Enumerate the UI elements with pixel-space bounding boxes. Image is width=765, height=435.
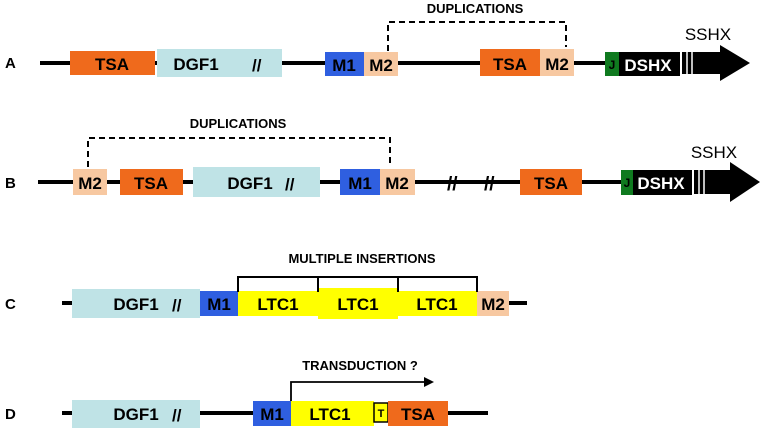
row-a-duplication-bracket: DUPLICATIONS (387, 1, 567, 51)
row-d-dgf1-break: // (172, 406, 182, 425)
row-a-sshx-label: SSHX (685, 25, 731, 44)
row-d-dgf1: DGF1 // (72, 400, 200, 428)
row-a-dgf1-break: // (252, 56, 262, 75)
row-a-dshx-label: DSHX (624, 56, 672, 75)
row-c-insertion-label: MULTIPLE INSERTIONS (288, 251, 435, 266)
row-b-sshx-arrow: SSHX (691, 143, 760, 202)
row-d-m1-label: M1 (260, 405, 284, 424)
row-a: A TSA DGF1 // M1 M2 TSA M2 (5, 1, 750, 81)
row-b-j-label: J (624, 176, 631, 190)
row-b-label: B (5, 175, 16, 192)
row-a-m2-1-label: M2 (369, 56, 393, 75)
row-c-m2: M2 (477, 291, 509, 316)
row-b-m2-2-label: M2 (385, 174, 409, 193)
row-a-dgf1-label: DGF1 (173, 55, 218, 74)
row-b-j: J (621, 170, 633, 195)
row-b-dshx: DSHX (633, 170, 692, 195)
row-d-t: T (373, 402, 389, 423)
row-c-dgf1-break: // (172, 296, 182, 315)
row-a-duplication-label: DUPLICATIONS (427, 1, 524, 16)
row-c-m2-label: M2 (481, 295, 505, 314)
row-b-dshx-label: DSHX (637, 174, 685, 193)
row-c-dgf1-label: DGF1 (113, 295, 158, 314)
row-d-tsa: TSA (388, 401, 448, 426)
row-c-label: C (5, 296, 16, 313)
row-a-j: J (605, 52, 619, 76)
row-b-tsa-1: TSA (120, 169, 183, 195)
row-b-m2-1-label: M2 (78, 174, 102, 193)
row-b-tsa-2-label: TSA (534, 174, 568, 193)
row-a-m2-2-label: M2 (545, 55, 569, 74)
row-a-label: A (5, 55, 16, 72)
row-c-ltc1-1-label: LTC1 (257, 295, 298, 314)
row-d-transduction-label: TRANSDUCTION ? (302, 358, 418, 373)
row-c-m1-label: M1 (207, 295, 231, 314)
row-a-tsa-2: TSA (480, 49, 540, 76)
row-d-transduction-arrow: TRANSDUCTION ? (290, 358, 434, 401)
row-d-tsa-label: TSA (401, 405, 435, 424)
row-c-m1: M1 (200, 291, 238, 316)
row-b-m2-1: M2 (73, 169, 107, 195)
row-b: B M2 TSA DGF1 // M1 M2 DUPLICATIONS // / (5, 116, 760, 202)
row-a-dgf1: DGF1 // (157, 49, 282, 77)
row-a-tsa-1-label: TSA (95, 55, 129, 74)
row-c-ltc1-3-label: LTC1 (416, 295, 457, 314)
row-d: D DGF1 // M1 LTC1 T TSA TRANSDUCTION ? (5, 358, 488, 428)
row-a-m2-2: M2 (540, 49, 574, 76)
row-b-duplication-bracket: DUPLICATIONS (87, 116, 391, 167)
row-d-ltc1-label: LTC1 (309, 405, 350, 424)
row-a-j-label: J (609, 58, 616, 72)
row-c-dgf1: DGF1 // (72, 289, 200, 318)
row-b-break-2: // (484, 174, 495, 195)
row-b-duplication-label: DUPLICATIONS (190, 116, 287, 131)
row-a-tsa-1: TSA (70, 51, 155, 75)
row-a-m1: M1 (325, 52, 364, 76)
row-c-ltc1-2-label: LTC1 (337, 295, 378, 314)
row-d-dgf1-label: DGF1 (113, 405, 158, 424)
row-d-m1: M1 (253, 401, 291, 426)
row-a-m1-label: M1 (332, 56, 356, 75)
row-a-sshx-arrow: SSHX (682, 25, 750, 81)
row-d-ltc1: LTC1 (291, 401, 374, 426)
row-b-dgf1-label: DGF1 (227, 174, 272, 193)
row-b-m1: M1 (340, 169, 380, 195)
row-a-dshx: DSHX (619, 52, 680, 76)
row-a-m2-1: M2 (364, 52, 398, 76)
row-b-m1-label: M1 (348, 174, 372, 193)
row-b-tsa-1-label: TSA (134, 174, 168, 193)
row-b-m2-2: M2 (380, 169, 415, 195)
row-b-dgf1-break: // (285, 175, 295, 194)
row-c: C DGF1 // M1 LTC1 LTC1 LTC1 M2 MULTIPLE … (5, 251, 527, 319)
row-d-label: D (5, 406, 16, 423)
row-b-sshx-label: SSHX (691, 143, 737, 162)
row-c-insertion-brackets: MULTIPLE INSERTIONS (237, 251, 478, 292)
row-b-break-1: // (447, 174, 458, 195)
row-d-t-label: T (378, 408, 385, 420)
row-b-tsa-2: TSA (520, 169, 582, 195)
row-b-dgf1: DGF1 // (193, 167, 320, 197)
row-a-tsa-2-label: TSA (493, 55, 527, 74)
row-c-ltc1-group: LTC1 LTC1 LTC1 (238, 288, 477, 319)
